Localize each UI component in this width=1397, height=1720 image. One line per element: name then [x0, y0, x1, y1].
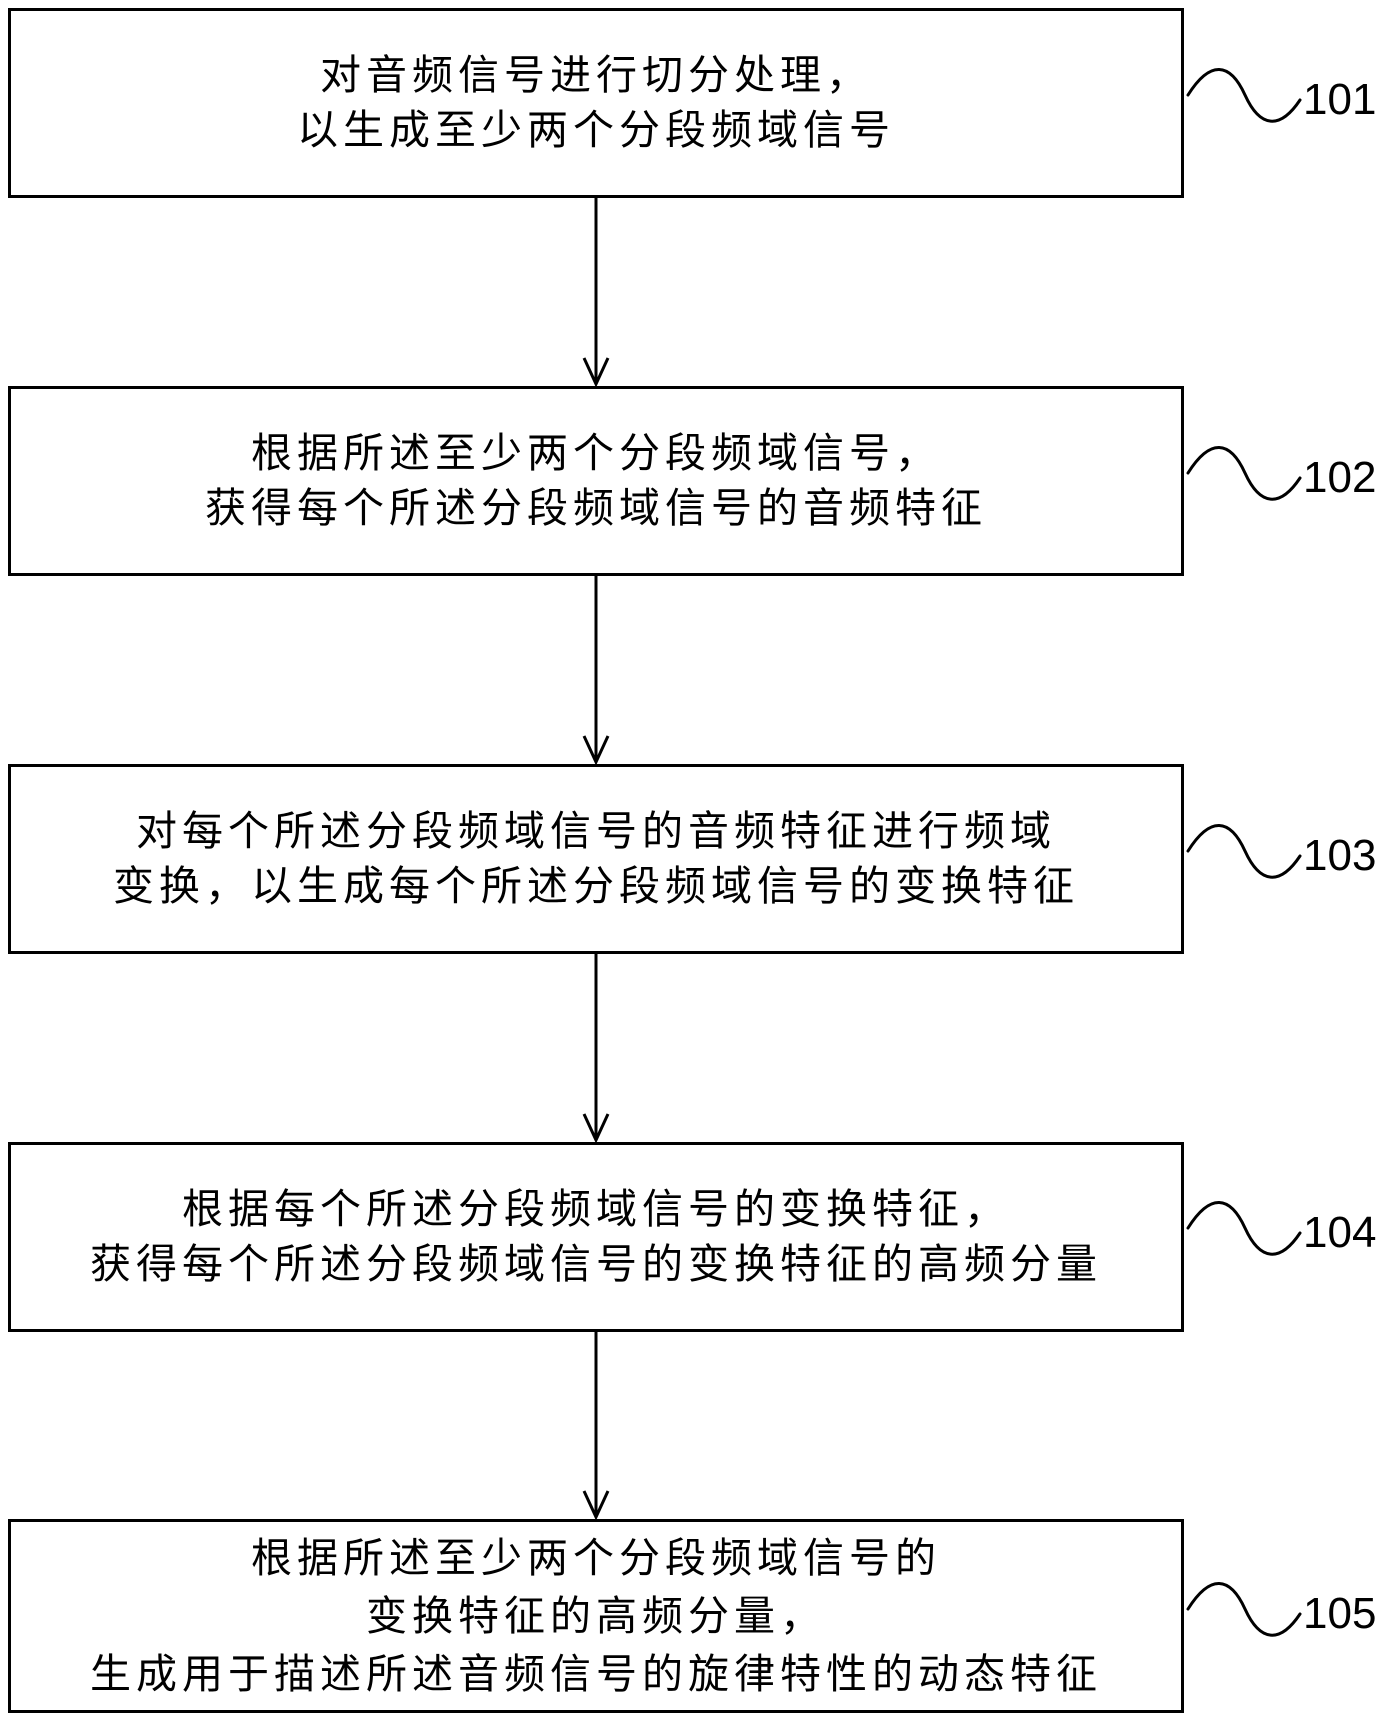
- leader-line-105: [1188, 1583, 1300, 1635]
- step-text-line: 根据所述至少两个分段频域信号的: [251, 1529, 941, 1587]
- step-label-102: 102: [1303, 456, 1376, 500]
- arrow-103-to-104: [584, 954, 608, 1140]
- step-label-101: 101: [1303, 78, 1376, 122]
- step-box-104: 根据每个所述分段频域信号的变换特征， 获得每个所述分段频域信号的变换特征的高频分…: [8, 1142, 1184, 1332]
- leader-line-102: [1188, 447, 1300, 499]
- arrow-102-to-103: [584, 576, 608, 762]
- leader-line-103: [1188, 825, 1300, 877]
- leader-line-104: [1188, 1202, 1300, 1254]
- step-text-line: 以生成至少两个分段频域信号: [297, 103, 895, 158]
- step-box-105: 根据所述至少两个分段频域信号的 变换特征的高频分量， 生成用于描述所述音频信号的…: [8, 1519, 1184, 1713]
- step-box-103: 对每个所述分段频域信号的音频特征进行频域 变换，以生成每个所述分段频域信号的变换…: [8, 764, 1184, 954]
- step-box-102: 根据所述至少两个分段频域信号， 获得每个所述分段频域信号的音频特征: [8, 386, 1184, 576]
- step-text-line: 变换特征的高频分量，: [366, 1587, 826, 1645]
- arrow-101-to-102: [584, 198, 608, 384]
- step-text-line: 生成用于描述所述音频信号的旋律特性的动态特征: [90, 1645, 1102, 1703]
- step-text-line: 变换，以生成每个所述分段频域信号的变换特征: [113, 859, 1079, 914]
- step-text-line: 对音频信号进行切分处理，: [320, 48, 872, 103]
- step-text-line: 获得每个所述分段频域信号的音频特征: [205, 481, 987, 536]
- step-text-line: 对每个所述分段频域信号的音频特征进行频域: [136, 804, 1056, 859]
- step-text-line: 获得每个所述分段频域信号的变换特征的高频分量: [90, 1237, 1102, 1292]
- step-text-line: 根据所述至少两个分段频域信号，: [251, 426, 941, 481]
- leader-line-101: [1188, 69, 1300, 121]
- step-box-101: 对音频信号进行切分处理， 以生成至少两个分段频域信号: [8, 8, 1184, 198]
- step-text-line: 根据每个所述分段频域信号的变换特征，: [182, 1182, 1010, 1237]
- step-label-105: 105: [1303, 1592, 1376, 1636]
- step-label-104: 104: [1303, 1211, 1376, 1255]
- arrow-104-to-105: [584, 1332, 608, 1517]
- step-label-103: 103: [1303, 834, 1376, 878]
